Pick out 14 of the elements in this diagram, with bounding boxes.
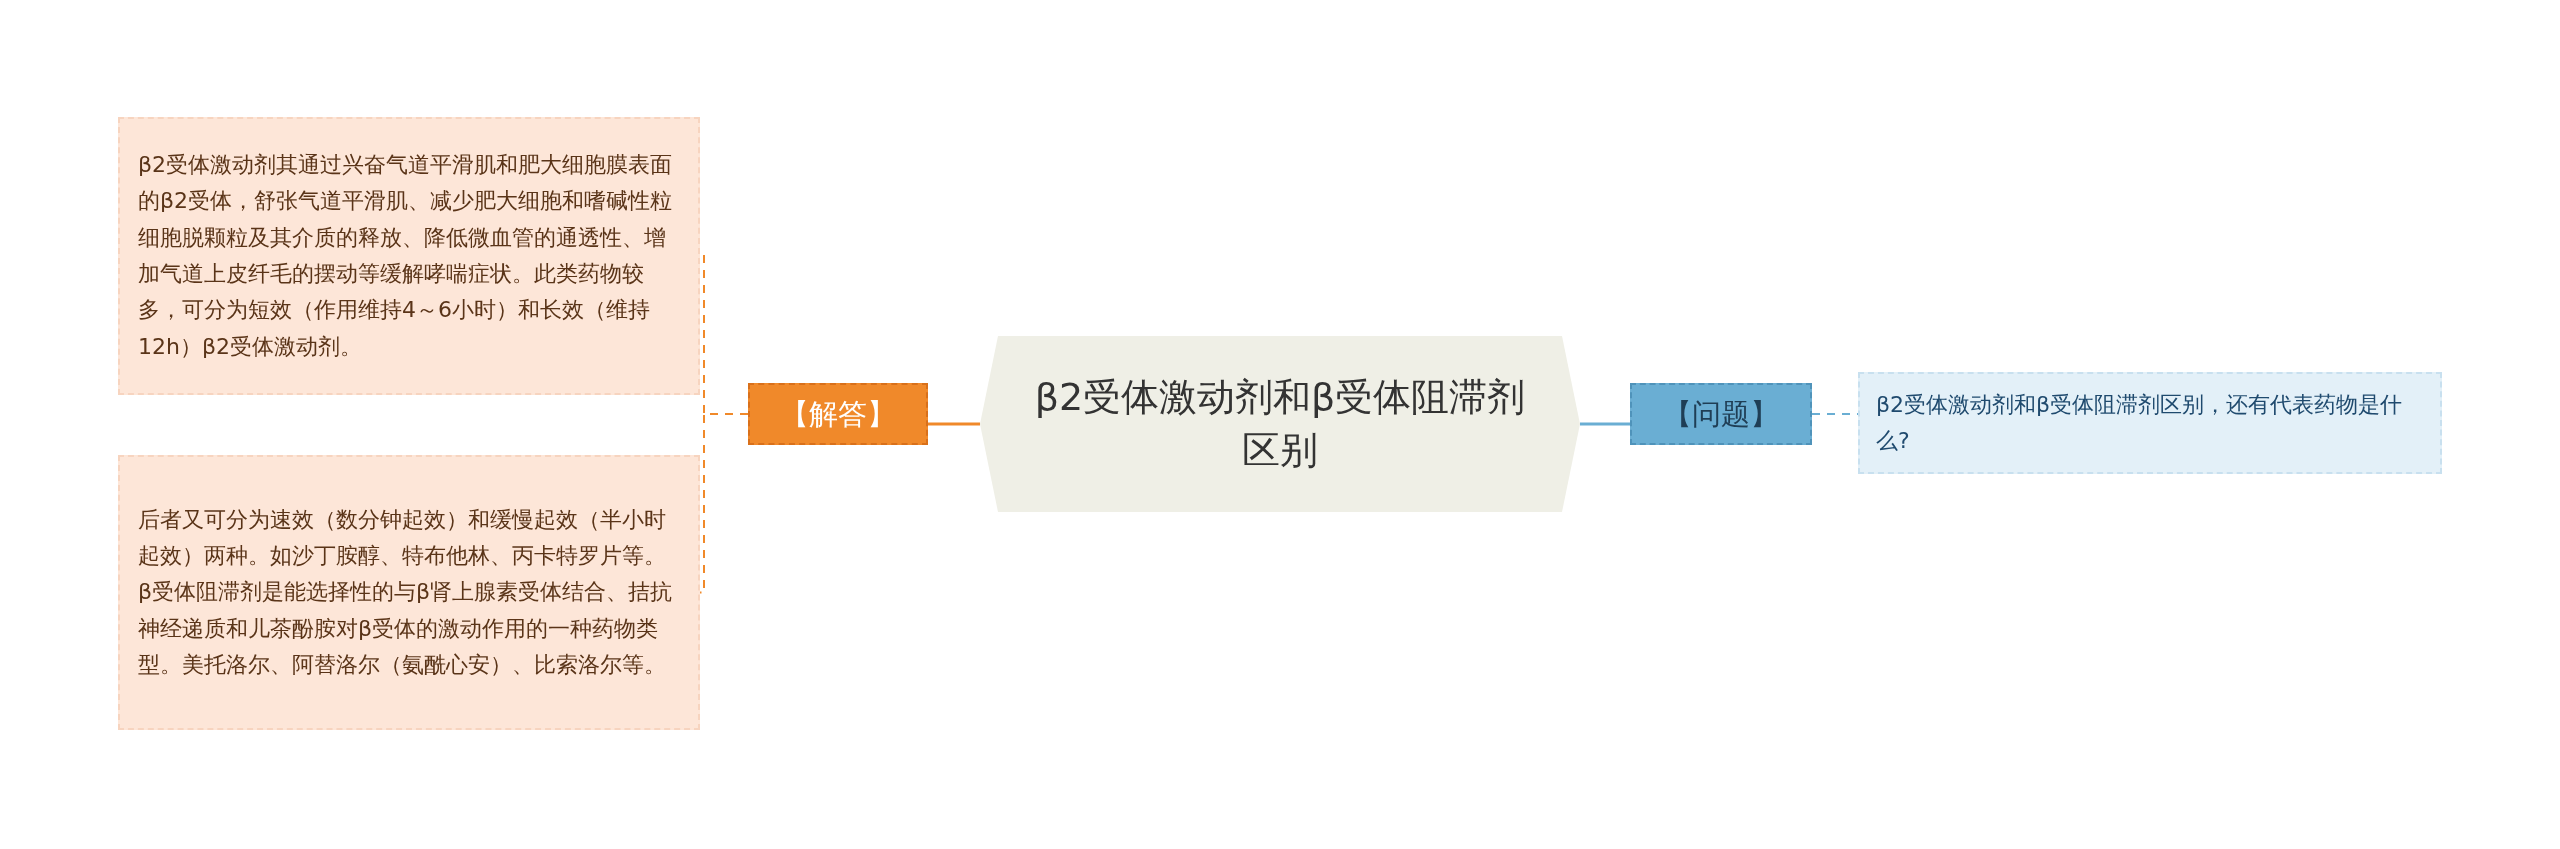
node-text: β2受体激动剂和β受体阻滞剂区别，还有代表药物是什么?: [1876, 390, 2404, 455]
connector-line: [928, 422, 980, 426]
node-text: 后者又可分为速效（数分钟起效）和缓慢起效（半小时起效）两种。如沙丁胺醇、特布他林、丙卡特罗片等。β受体阻滞剂是能选择性的与β肾上腺素受体结合、拮抗神经递质和儿茶酚胺对β受体的激动作用的一种药物类型。美托洛尔、阿替洛尔（氨酰心安）、比索洛尔等。: [138, 505, 674, 679]
question-card: [1858, 372, 2442, 474]
answer-card: [118, 117, 700, 395]
connector-line: [1580, 422, 1630, 426]
node-text: 【问题】: [1663, 395, 1779, 433]
central-topic: [980, 336, 1580, 512]
branch-topic: [748, 383, 928, 445]
branch-topic: [1630, 383, 1812, 445]
node-text: β2受体激动剂和β受体阻滞剂区别: [1033, 373, 1527, 474]
node-text: 【解答】: [780, 395, 896, 433]
node-text: β2受体激动剂其通过兴奋气道平滑肌和肥大细胞膜表面的β2受体，舒张气道平滑肌、减少肥大细胞和嗜碱性粒细胞脱颗粒及其介质的释放、降低微血管的通透性、增加气道上皮纤毛的摆动等缓解哮喘症状。此类药物较多，可分为短效（作用维持4～6小时）和长效（维持12h）β2受体激动剂。: [138, 151, 674, 361]
answer-card: [118, 455, 700, 730]
